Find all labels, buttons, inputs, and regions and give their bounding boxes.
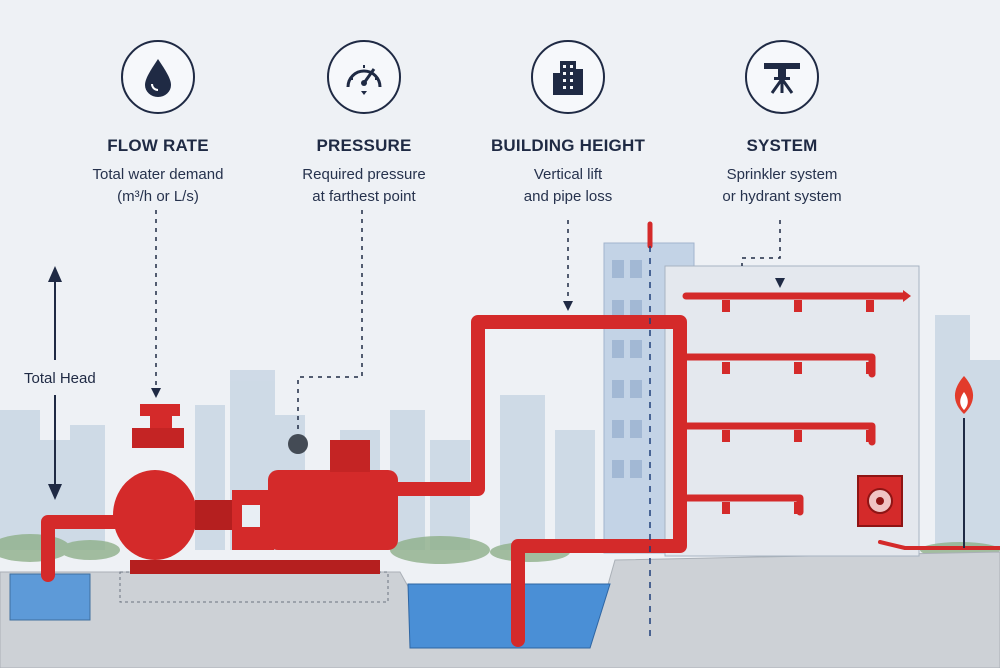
water-reservoir <box>407 583 611 649</box>
sprinkler-head-icon <box>745 40 819 114</box>
total-head-label: Total Head <box>24 370 96 387</box>
water-drop-icon <box>121 40 195 114</box>
fire-pump <box>113 404 398 574</box>
callout-arrowheads <box>151 278 785 398</box>
feature-title: PRESSURE <box>316 136 412 155</box>
feature-title: BUILDING HEIGHT <box>490 136 646 155</box>
fire-icon <box>954 376 974 548</box>
pipe-arrow-end <box>903 290 911 302</box>
building-icon <box>531 40 605 114</box>
callout-leaders <box>155 210 781 432</box>
feature-title: SYSTEM <box>746 136 818 155</box>
sprinkler-heads <box>722 300 874 514</box>
pressure-gauge-icon <box>327 40 401 114</box>
feature-description: Total water demand(m³/h or L/s) <box>92 166 224 205</box>
feature-title: FLOW RATE <box>107 136 209 155</box>
total-head-arrow <box>48 266 62 500</box>
feature-flow-rate: FLOW RATE Total water demand(m³/h or L/s… <box>48 40 268 208</box>
hose-cabinet <box>857 475 903 527</box>
